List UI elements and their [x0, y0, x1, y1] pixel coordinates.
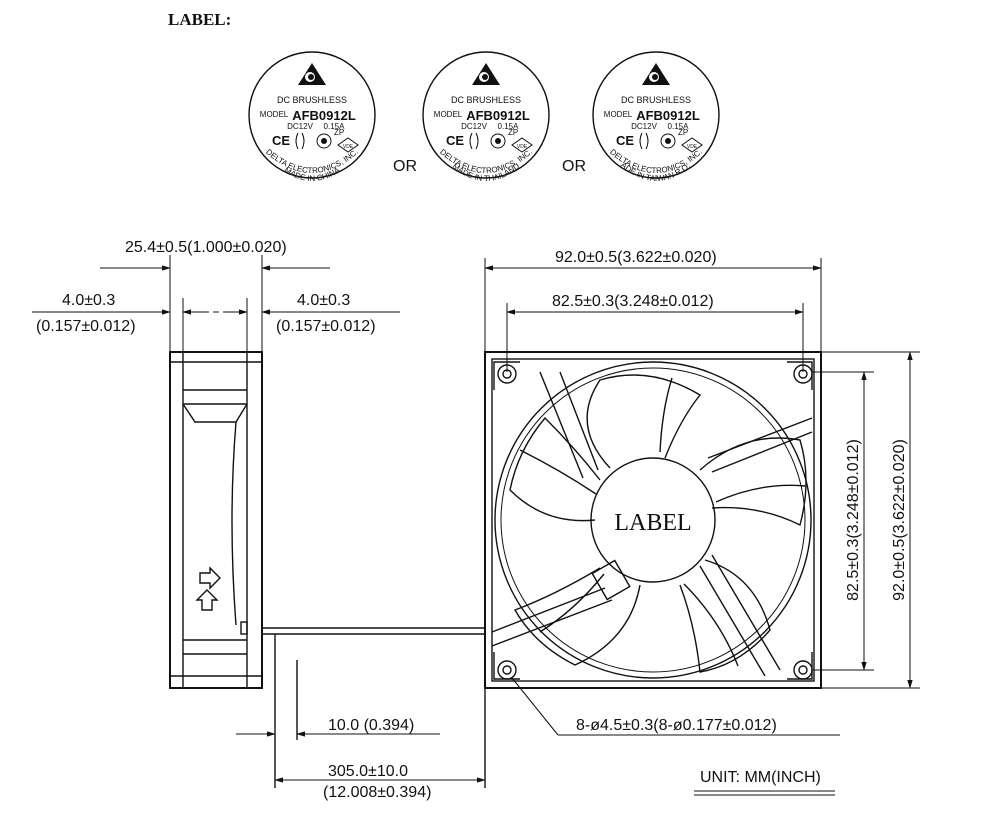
unit-note: UNIT: MM(INCH)	[700, 769, 821, 786]
mounting-hole	[497, 660, 517, 680]
label-zp: ZP	[678, 128, 688, 137]
label-voltage: DC12V	[631, 122, 657, 131]
csa-mark-icon	[660, 133, 676, 149]
flange-right-mm: 4.0±0.3	[297, 292, 350, 309]
label-voltage: DC12V	[287, 122, 313, 131]
or-separator-1: OR	[393, 158, 417, 175]
label-model: AFB0912L	[636, 108, 700, 123]
hole-spacing-v-dimension: 82.5±0.3(3.248±0.012)	[845, 439, 862, 601]
airflow-arrow-icon	[199, 566, 221, 590]
ce-mark-icon: CE	[272, 133, 290, 148]
hub-label: LABEL	[614, 510, 691, 536]
holes-dimension: 8-ø4.5±0.3(8-ø0.177±0.012)	[576, 717, 777, 734]
label-product: DC BRUSHLESS	[621, 95, 691, 105]
thickness-dimension: 25.4±0.5(1.000±0.020)	[125, 239, 287, 256]
label-model-caption: MODEL	[260, 110, 289, 119]
label-model: AFB0912L	[292, 108, 356, 123]
label-maker: DELTA ELECTRONICS, INC.	[438, 147, 534, 175]
width-total-dimension: 92.0±0.5(3.622±0.020)	[555, 249, 717, 266]
lead-length-mm: 305.0±10.0	[328, 763, 408, 780]
side-view: 25.4±0.5(1.000±0.020) 4.0±0.3 (0.157±0.0…	[32, 239, 486, 801]
label-model-caption: MODEL	[604, 110, 633, 119]
flange-left-in: (0.157±0.012)	[36, 318, 136, 335]
label-product: DC BRUSHLESS	[451, 95, 521, 105]
svg-text:VDE: VDE	[343, 144, 354, 150]
label-model-caption: MODEL	[434, 110, 463, 119]
csa-mark-icon	[316, 133, 332, 149]
label-maker: DELTA ELECTRONICS, INC.	[264, 147, 360, 175]
page-title: LABEL:	[168, 10, 231, 29]
front-view: 92.0±0.5(3.622±0.020) 82.5±0.3(3.248±0.0…	[484, 249, 920, 796]
label-variant-2: DC BRUSHLESS MODEL AFB0912L DC12V 0.15A …	[422, 51, 550, 183]
vde-mark-icon: VDE	[337, 137, 359, 153]
height-total-dimension: 92.0±0.5(3.622±0.020)	[891, 439, 908, 601]
hole-spacing-h-dimension: 82.5±0.3(3.248±0.012)	[552, 293, 714, 310]
ul-mark-icon	[639, 132, 649, 150]
label-variant-1: DC BRUSHLESS MODEL AFB0912L DC12V 0.15A …	[248, 51, 376, 183]
rotation-arrow-icon	[195, 589, 219, 611]
delta-logo-icon	[472, 63, 500, 85]
label-current: 0.15A	[498, 122, 520, 131]
lead-length-in: (12.008±0.394)	[323, 784, 431, 801]
label-voltage: DC12V	[461, 122, 487, 131]
label-variant-3: DC BRUSHLESS MODEL AFB0912L DC12V 0.15A …	[592, 51, 720, 183]
csa-mark-icon	[490, 133, 506, 149]
label-model: AFB0912L	[466, 108, 530, 123]
label-current: 0.15A	[668, 122, 690, 131]
fan-blades	[509, 374, 807, 673]
label-zp: ZP	[508, 128, 518, 137]
flange-left-mm: 4.0±0.3	[62, 292, 115, 309]
delta-logo-icon	[298, 63, 326, 85]
svg-text:VDE: VDE	[687, 144, 698, 150]
ce-mark-icon: CE	[616, 133, 634, 148]
flange-right-in: (0.157±0.012)	[276, 318, 376, 335]
label-maker: DELTA ELECTRONICS, INC.	[608, 147, 704, 175]
vde-mark-icon: VDE	[511, 137, 533, 153]
mounting-hole	[793, 660, 813, 680]
label-current: 0.15A	[324, 122, 346, 131]
mounting-hole	[497, 364, 517, 384]
svg-text:VDE: VDE	[517, 144, 528, 150]
ce-mark-icon: CE	[446, 133, 464, 148]
label-zp: ZP	[334, 128, 344, 137]
delta-logo-icon	[642, 63, 670, 85]
vde-mark-icon: VDE	[681, 137, 703, 153]
label-product: DC BRUSHLESS	[277, 95, 347, 105]
or-separator-2: OR	[562, 158, 586, 175]
ul-mark-icon	[295, 132, 305, 150]
lead-strip-dimension: 10.0 (0.394)	[328, 717, 414, 734]
ul-mark-icon	[469, 132, 479, 150]
